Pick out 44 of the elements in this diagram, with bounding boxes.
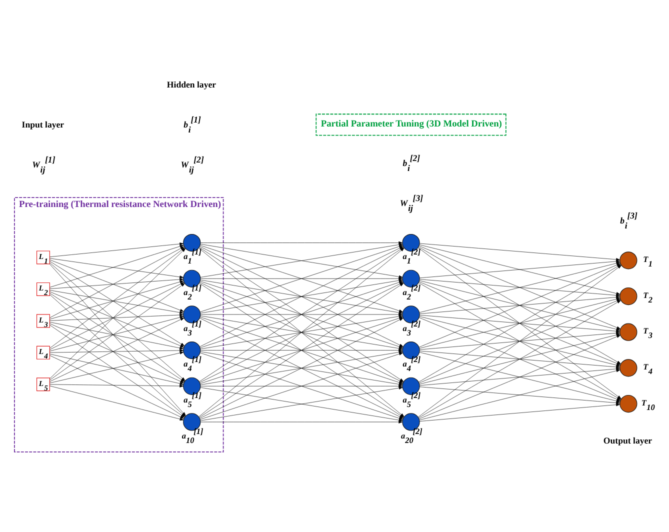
arrow (419, 386, 620, 404)
arrow (419, 332, 620, 350)
arrow (419, 368, 620, 386)
arrow (200, 420, 403, 424)
node-circle (620, 394, 638, 413)
arrow (419, 296, 620, 314)
arrow (200, 277, 403, 280)
label: Input layer (22, 119, 64, 130)
arrow (50, 314, 184, 321)
arrow (419, 334, 620, 384)
arrow (50, 316, 184, 352)
arrow (200, 313, 403, 316)
arrow (50, 292, 184, 348)
arrow (418, 299, 621, 384)
arrow (50, 282, 184, 350)
arrow (50, 280, 184, 320)
arrow (50, 278, 184, 289)
arrow (50, 261, 185, 346)
arrow (50, 386, 184, 420)
arrow (419, 298, 620, 348)
arrow (200, 384, 403, 388)
label: Hidden layer (166, 79, 216, 90)
arrow (200, 348, 403, 352)
node-circle (620, 323, 638, 341)
arrow (50, 349, 184, 353)
arrow (50, 260, 184, 312)
arrow (419, 314, 620, 333)
arrow (418, 282, 621, 366)
arrow (200, 241, 403, 244)
arrow (50, 290, 184, 314)
arrow (419, 350, 620, 368)
node-circle (620, 287, 638, 306)
arrow (50, 258, 184, 278)
label: Output layer (603, 435, 652, 446)
arrow (419, 316, 620, 367)
arrow (50, 384, 184, 388)
arrow (419, 243, 620, 261)
node-circle (620, 252, 638, 270)
arrow (50, 322, 184, 350)
arrow (419, 403, 620, 422)
arrow (419, 280, 620, 331)
arrow (419, 279, 620, 297)
node-circle (620, 359, 638, 377)
node-box: Partial Parameter Tuning (3D Model Driven) (316, 114, 506, 136)
